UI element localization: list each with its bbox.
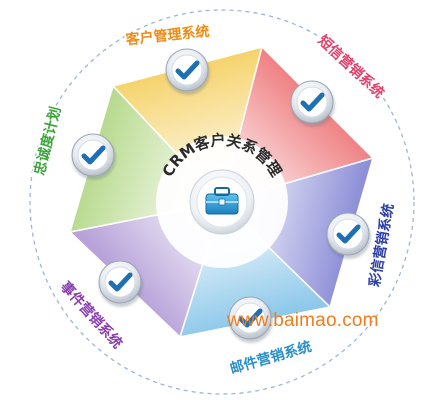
checkmark-icon [165, 48, 210, 95]
segment-label-4: 邮件营销系统 [228, 338, 313, 377]
checkmark-icon [326, 212, 371, 259]
segment-label-3: 彩信营销系统 [366, 202, 398, 289]
check-buttons [71, 48, 371, 343]
checkmark-icon [228, 296, 273, 343]
center-hub: CRM客户关系管理 [156, 131, 288, 268]
checkmark-icon [98, 260, 143, 307]
segment-label-1: 客户管理系统 [124, 23, 210, 49]
briefcase-icon [205, 187, 239, 215]
dashed-orbit-ring [29, 9, 415, 395]
segment-label-6: 忠诚度计划 [31, 105, 64, 177]
checkmark-icon [290, 80, 335, 127]
checkmark-icon [71, 133, 116, 180]
watermark-text: www.baimao.com [227, 310, 379, 331]
